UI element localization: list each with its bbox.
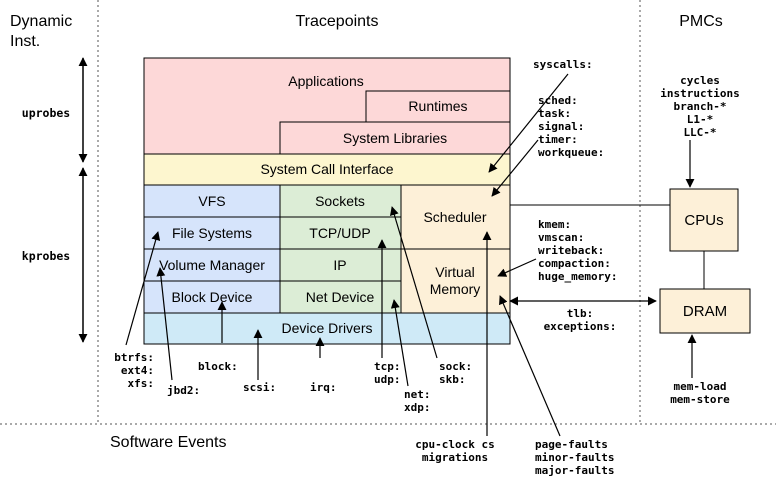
- mem-arrow: [497, 258, 537, 277]
- cpus-box: [669, 188, 739, 252]
- dram-label: DRAM: [683, 303, 727, 320]
- minor-faults-probe: minor-faults: [535, 451, 614, 464]
- headings: Dynamic Inst. Tracepoints PMCs Software …: [10, 13, 723, 451]
- sched-probe-timer: timer:: [538, 133, 578, 146]
- syscalls-probe: syscalls:: [533, 58, 593, 71]
- sock-arrow: [390, 206, 438, 359]
- major-faults-probe: major-faults: [535, 464, 614, 477]
- stack-labels: Applications Runtimes System Libraries S…: [159, 73, 487, 336]
- mem-probe-compaction: compaction:: [538, 257, 611, 270]
- file-systems-label: File Systems: [172, 225, 252, 241]
- sockets-box: [279, 184, 402, 218]
- irq-probe: irq:: [310, 381, 337, 394]
- heading-inst: Inst.: [10, 33, 40, 50]
- pmc-cycles: cycles: [680, 74, 720, 87]
- scheduler-label: Scheduler: [423, 209, 486, 225]
- heading-dynamic: Dynamic: [10, 13, 72, 30]
- probe-labels: syscalls: sched: task: signal: timer: wo…: [114, 58, 739, 477]
- pmc-branch: branch-*: [674, 100, 727, 113]
- net-probe: net:: [404, 388, 431, 401]
- applications-label: Applications: [288, 73, 364, 89]
- mem-probe-kmem: kmem:: [538, 218, 571, 231]
- system-call-interface-label: System Call Interface: [260, 161, 393, 177]
- cpus-label: CPUs: [684, 212, 723, 229]
- sched-probe-signal: signal:: [538, 120, 584, 133]
- system-libraries-label: System Libraries: [343, 130, 447, 146]
- dram-box: [659, 288, 751, 334]
- sock-probe: sock:: [439, 360, 472, 373]
- virtual-memory-label-2: Memory: [430, 281, 481, 297]
- fs-probe-btrfs: btrfs:: [114, 351, 154, 364]
- dram-event-mem-store: mem-store: [670, 393, 730, 406]
- mem-probe-vmscan: vmscan:: [538, 231, 584, 244]
- tcp-udp-label: TCP/UDP: [309, 225, 370, 241]
- udp-probe: udp:: [374, 373, 401, 386]
- section-dividers: [0, 0, 776, 425]
- dram-event-mem-load: mem-load: [674, 380, 727, 393]
- cpu-clock-probe: cpu-clock cs: [415, 438, 494, 451]
- skb-probe: skb:: [439, 373, 466, 386]
- heading-pmcs: PMCs: [679, 13, 723, 30]
- virtual-memory-label-1: Virtual: [435, 264, 474, 280]
- net-arrow: [390, 299, 409, 387]
- migrations-probe: migrations: [422, 451, 488, 464]
- fs-arrow: [125, 231, 161, 346]
- sched-arrow: [491, 139, 539, 197]
- sockets-label: Sockets: [315, 193, 365, 209]
- net-device-box: [279, 280, 402, 314]
- tcp-probe: tcp:: [374, 360, 401, 373]
- heading-software-events: Software Events: [110, 434, 227, 451]
- jbd2-arrow: [156, 267, 173, 381]
- scsi-probe: scsi:: [243, 381, 276, 394]
- hardware: [510, 188, 751, 334]
- mem-probe-writeback: writeback:: [538, 244, 604, 257]
- vfs-label: VFS: [198, 193, 225, 209]
- pmc-instructions: instructions: [660, 87, 739, 100]
- volume-manager-label: Volume Manager: [159, 257, 265, 273]
- tlb-probe: tlb:: [567, 307, 594, 320]
- probe-arrows: [125, 73, 697, 437]
- uprobes-label: uprobes: [22, 106, 70, 120]
- xdp-probe: xdp:: [404, 401, 431, 414]
- volume-manager-box: [143, 248, 281, 282]
- system-call-interface-box: [143, 153, 511, 186]
- device-drivers-box: [143, 312, 511, 345]
- sched-probe-sched: sched:: [538, 94, 578, 107]
- kprobes-label: kprobes: [22, 249, 70, 263]
- device-drivers-label: Device Drivers: [281, 320, 372, 336]
- software-stack: [143, 57, 511, 345]
- pmc-llc: LLC-*: [683, 126, 716, 139]
- heading-tracepoints: Tracepoints: [296, 13, 379, 30]
- sched-probe-task: task:: [538, 107, 571, 120]
- block-device-label: Block Device: [172, 289, 253, 305]
- block-probe: block:: [198, 360, 238, 373]
- ip-box: [279, 248, 402, 282]
- fs-probe-ext4: ext4:: [121, 364, 154, 377]
- ip-label: IP: [333, 257, 346, 273]
- syscalls-arrow: [488, 73, 569, 173]
- fs-probe-xfs: xfs:: [128, 377, 155, 390]
- page-faults-probe: page-faults: [535, 438, 608, 451]
- vfs-box: [143, 184, 281, 218]
- pmc-l1: L1-*: [687, 113, 714, 126]
- net-device-label: Net Device: [306, 289, 375, 305]
- virtual-memory-box: [400, 248, 511, 314]
- file-systems-box: [143, 216, 281, 250]
- jbd2-probe: jbd2:: [167, 384, 200, 397]
- sched-probe-workqueue: workqueue:: [538, 146, 604, 159]
- mem-probe-huge-memory: huge_memory:: [538, 270, 617, 283]
- runtimes-label: Runtimes: [408, 98, 467, 114]
- exceptions-probe: exceptions:: [544, 320, 617, 333]
- page-faults-arrow: [499, 295, 561, 437]
